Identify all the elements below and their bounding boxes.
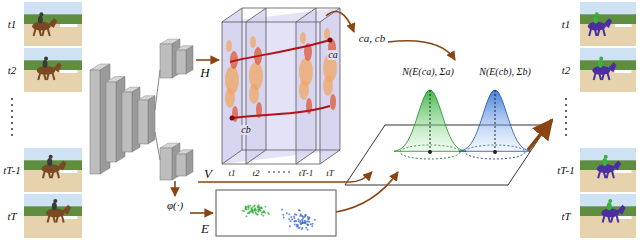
gaussian-label: N(E(cb), Σb) xyxy=(479,67,530,77)
input-frame xyxy=(24,148,82,192)
center-point-label: ca xyxy=(327,50,338,60)
ellipsis-dots xyxy=(565,98,567,138)
frame-time-label: tT-1 xyxy=(3,165,21,176)
frame-time-label: tT xyxy=(561,211,570,222)
output-frame xyxy=(580,148,636,192)
frame-time-label: t1 xyxy=(8,19,17,30)
flow-arrow xyxy=(174,181,176,196)
input-frame xyxy=(24,48,82,92)
ellipsis-dots xyxy=(268,172,292,173)
flow-arrow xyxy=(388,41,455,60)
frame-time-label: t2 xyxy=(8,65,17,76)
flow-arrow xyxy=(336,172,398,212)
input-frame xyxy=(24,194,82,238)
cnn-layer xyxy=(138,96,155,144)
function-symbol: φ(·) xyxy=(167,200,183,211)
input-frame xyxy=(24,2,82,46)
flow-arrow xyxy=(190,212,213,214)
flow-arrow xyxy=(198,172,372,182)
slice-time-label: t1 xyxy=(228,169,235,178)
cnn-layer xyxy=(176,150,193,176)
gaussian-plane xyxy=(345,90,548,185)
output-frame xyxy=(580,194,636,238)
heatmap-volume xyxy=(222,8,340,164)
branch-symbol: V xyxy=(204,167,212,180)
output-frame xyxy=(580,2,636,46)
embedding-symbol: E xyxy=(201,222,209,235)
slice-time-label: t2 xyxy=(252,169,259,178)
slice-time-label: tT xyxy=(326,169,334,178)
branch-line xyxy=(155,70,160,160)
flow-arrow xyxy=(528,120,552,150)
frame-time-label: t1 xyxy=(562,19,571,30)
frame-time-label: tT-1 xyxy=(557,165,575,176)
cnn-layer xyxy=(122,87,140,152)
embedding-scatter xyxy=(216,190,336,236)
center-pair-label: ca, cb xyxy=(359,33,385,44)
ellipsis-dots xyxy=(11,98,13,138)
slice-time-label: tT-1 xyxy=(299,169,313,178)
flow-arrow xyxy=(326,12,354,32)
flow-arrow xyxy=(196,59,219,61)
branch-symbol: H xyxy=(200,66,209,79)
output-frame xyxy=(580,48,636,92)
center-point-label: cb xyxy=(240,125,251,135)
cnn-layer xyxy=(176,46,193,74)
frame-time-label: tT xyxy=(7,211,16,222)
frame-time-label: t2 xyxy=(562,65,571,76)
gaussian-label: N(E(ca), Σa) xyxy=(402,67,453,77)
